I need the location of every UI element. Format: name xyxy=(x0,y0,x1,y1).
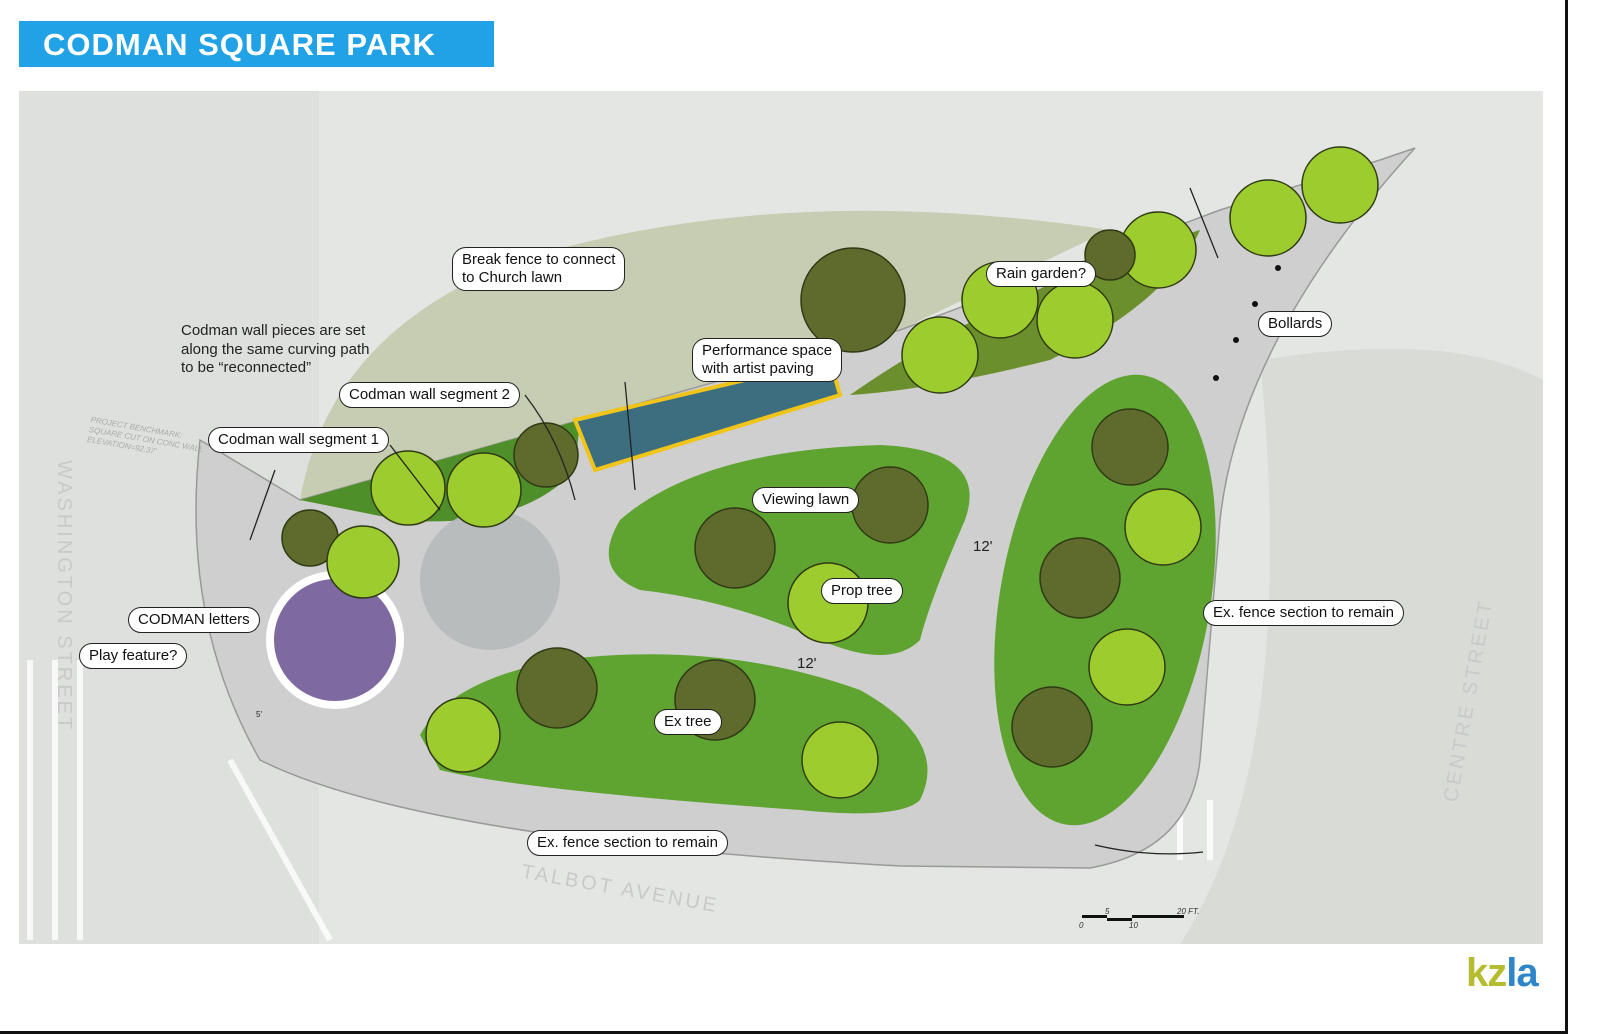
callout-rain-garden: Rain garden? xyxy=(986,261,1097,287)
dimension-label: 12' xyxy=(973,538,993,555)
tree-canopy xyxy=(446,452,522,528)
callout-ex-fence-bottom: Ex. fence section to remain xyxy=(527,830,728,856)
crosswalk xyxy=(27,660,1213,942)
tree-canopy xyxy=(1091,408,1169,486)
kzla-logo: kzla xyxy=(1466,951,1539,996)
bollard xyxy=(1213,375,1219,381)
callout-wall-segment-2: Codman wall segment 2 xyxy=(339,382,520,408)
arrows xyxy=(249,187,1219,855)
tree-canopy xyxy=(800,247,906,353)
callout-play-feature: Play feature? xyxy=(79,643,188,669)
tree-canopy xyxy=(516,647,598,729)
seating-plaza xyxy=(420,510,560,650)
callout-performance-space: Performance space with artist paving xyxy=(692,338,843,382)
tree-canopy xyxy=(1036,281,1114,359)
scale-tick-10: 10 xyxy=(1129,921,1138,930)
callout-wall-segment-1: Codman wall segment 1 xyxy=(208,427,389,453)
tree-canopy xyxy=(801,721,879,799)
callout-prop-tree: Prop tree xyxy=(821,578,903,604)
wall-note: Codman wall pieces are set along the sam… xyxy=(181,322,370,376)
tree-canopy xyxy=(1301,146,1379,224)
dimension-label: 5' xyxy=(256,710,262,719)
scale-bar xyxy=(1082,915,1184,921)
arrow xyxy=(1189,187,1219,259)
bollards xyxy=(1213,265,1281,381)
arrow xyxy=(249,469,276,541)
callout-codman-letters: CODMAN letters xyxy=(128,607,260,633)
dimension-label: 12' xyxy=(797,655,817,672)
tree-canopy xyxy=(326,525,400,599)
leader-line xyxy=(389,444,441,511)
bollard xyxy=(1275,265,1281,271)
frame-edge xyxy=(1565,0,1568,1034)
tree-canopy xyxy=(694,507,776,589)
tree-canopy xyxy=(1084,229,1136,281)
tree-canopy xyxy=(1088,628,1166,706)
callout-break-fence: Break fence to connect to Church lawn xyxy=(452,247,626,291)
leader-line xyxy=(524,394,576,501)
tree-canopy xyxy=(1039,537,1121,619)
scale-tick-5: 5 xyxy=(1105,907,1110,916)
scale-tick-0: 0 xyxy=(1079,921,1084,930)
aerial-right xyxy=(1180,348,1543,944)
tree-canopy xyxy=(1011,686,1093,768)
tree-canopy xyxy=(851,466,929,544)
bollard xyxy=(1233,337,1239,343)
tree-canopy xyxy=(1229,179,1307,257)
tree-canopy xyxy=(513,422,579,488)
callout-ex-fence-right: Ex. fence section to remain xyxy=(1203,600,1404,626)
play-area xyxy=(266,571,404,709)
page-title: CODMAN SQUARE PARK xyxy=(43,27,436,62)
arrow xyxy=(1094,844,1204,855)
tree-canopy xyxy=(425,697,501,773)
arrow xyxy=(624,381,636,491)
street-label-washington: WASHINGTON STREET xyxy=(53,460,75,733)
tree-canopy xyxy=(901,316,979,394)
scale-tick-20: 20 FT. xyxy=(1177,907,1200,916)
callout-bollards: Bollards xyxy=(1258,311,1333,337)
frame-edge xyxy=(0,1031,1568,1034)
title-bar: CODMAN SQUARE PARK xyxy=(19,21,494,67)
bollard xyxy=(1252,301,1258,307)
tree-canopy xyxy=(370,450,446,526)
callout-viewing-lawn: Viewing lawn xyxy=(752,487,860,513)
tree-canopy xyxy=(1124,488,1202,566)
logo-kz: kz xyxy=(1466,951,1507,995)
callout-ex-tree: Ex tree xyxy=(654,709,722,735)
logo-la: la xyxy=(1506,951,1538,995)
